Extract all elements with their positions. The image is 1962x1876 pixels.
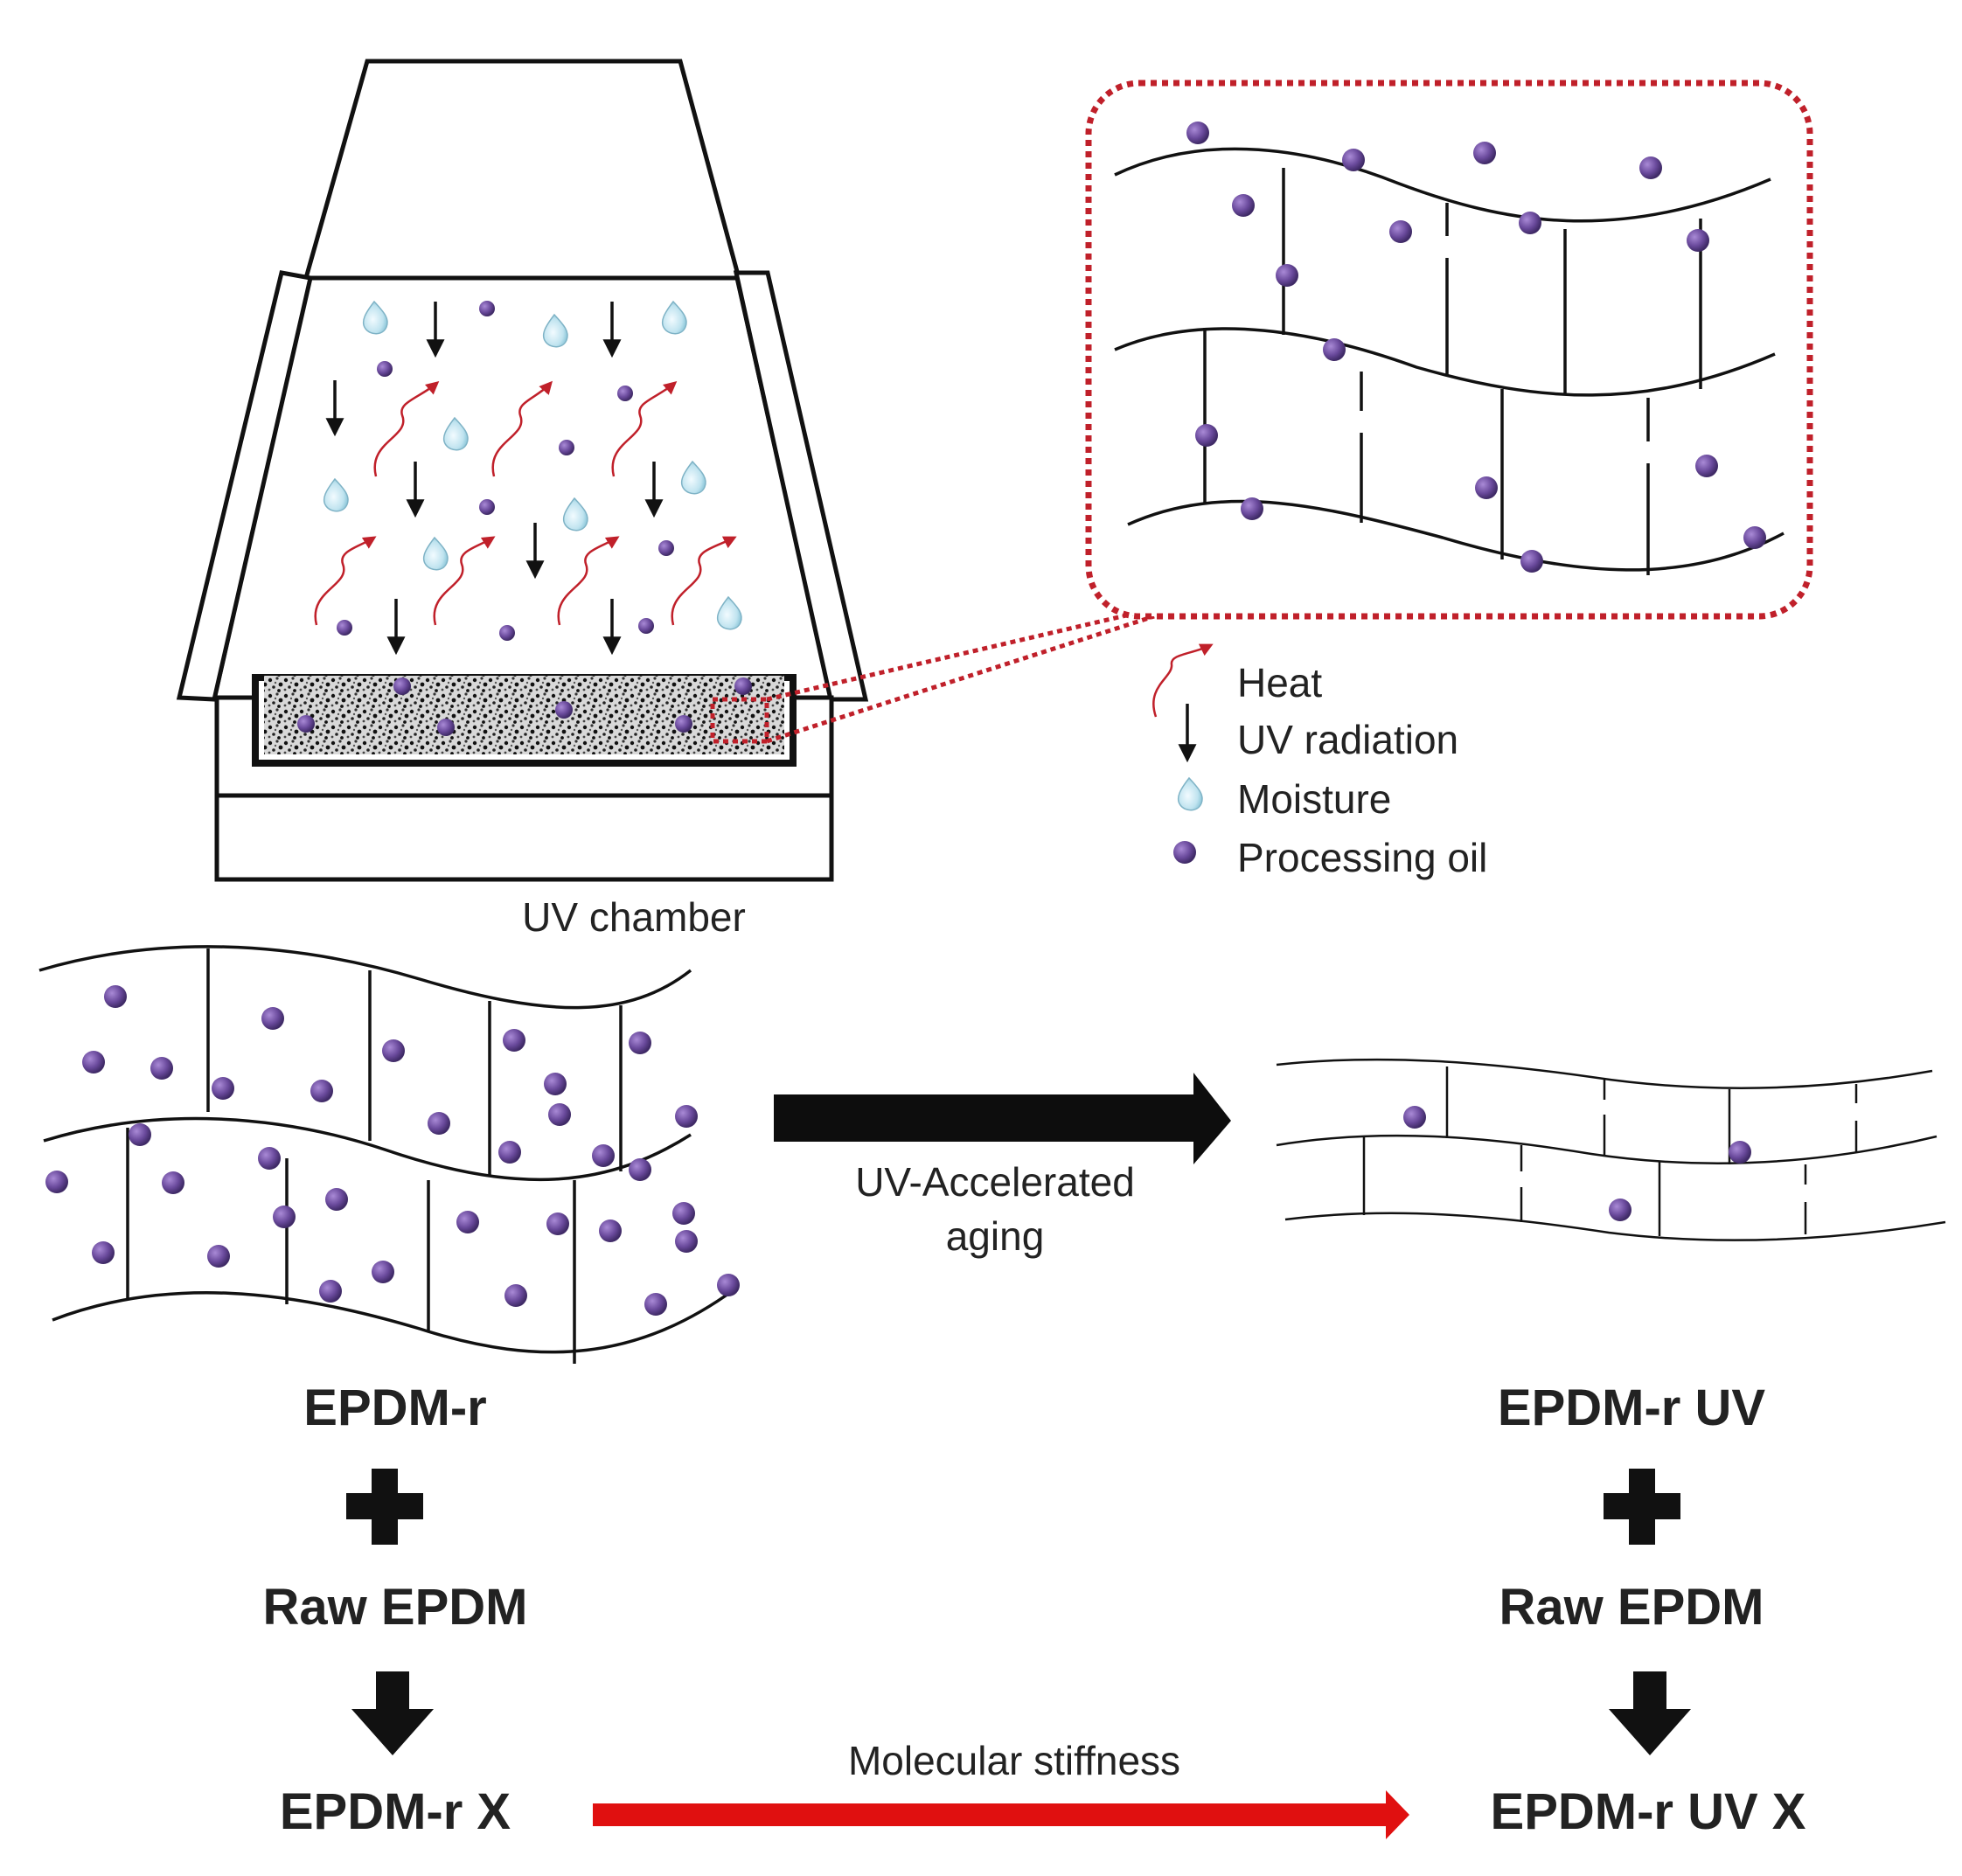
moisture-icon [1177,776,1203,811]
chamber-hood [303,59,742,281]
aging-arrow: UV-Accelerated aging [774,1073,1231,1259]
epdm-r-uv-x-product: EPDM-r UV X [1491,1783,1806,1840]
epdm-r-uv-oil-dots [1403,1106,1751,1221]
legend-item-uv: UV radiation [1178,704,1458,763]
chamber-right-panel [733,270,869,702]
uv-arrows [325,302,664,656]
legend-label-oil: Processing oil [1237,835,1487,880]
legend-item-oil: Processing oil [1173,835,1487,880]
legend-label-heat: Heat [1237,660,1322,705]
chamber-label: UV chamber [522,894,746,940]
zoom-callout [766,80,1813,744]
epdm-r-uv-title: EPDM-r UV [1498,1379,1765,1436]
uv-chamber: UV chamber [176,59,869,940]
legend-label-moisture: Moisture [1237,776,1391,822]
heat-arrows [314,380,737,626]
zoom-frame [1085,80,1813,620]
rubber-sample [264,676,784,754]
raw-epdm-right: Raw EPDM [1499,1579,1764,1636]
sample-oil-dots [297,677,752,736]
epdm-r-title: EPDM-r [303,1379,486,1436]
heat-icon [1152,643,1214,718]
epdm-r-uv-network [1276,1058,1946,1241]
stiffness-comparison: Molecular stiffness [593,1738,1409,1839]
chamber-oil-dots [337,301,674,641]
aging-label-line1: UV-Accelerated [855,1159,1135,1205]
stiffness-arrow-icon [593,1790,1409,1839]
moisture-drops [323,300,742,630]
oil-dot-icon [1173,841,1196,864]
down-arrow-icon [351,1671,434,1755]
legend-item-heat: Heat [1152,643,1322,718]
epdm-r-network [38,945,740,1364]
raw-epdm-left: Raw EPDM [263,1579,528,1636]
left-column: EPDM-r Raw EPDM EPDM-r X [263,1379,528,1840]
down-arrow-icon [1609,1671,1691,1755]
epdm-r-x-product: EPDM-r X [280,1783,511,1840]
chamber-base [214,793,834,882]
legend-item-moisture: Moisture [1177,776,1391,822]
right-column: EPDM-r UV Raw EPDM EPDM-r UV X [1491,1379,1806,1840]
plus-icon [346,1469,423,1545]
epdm-r-oil-dots [45,985,740,1316]
right-arrow-icon [774,1073,1231,1164]
zoom-oil-dots [1186,122,1766,573]
legend: Heat UV radiation Moisture Processing oi… [1152,643,1487,880]
plus-icon [1604,1469,1680,1545]
legend-label-uv: UV radiation [1237,717,1458,762]
stiffness-label: Molecular stiffness [848,1738,1180,1783]
chamber-left-panel [176,270,314,702]
aging-label-line2: aging [946,1213,1045,1259]
